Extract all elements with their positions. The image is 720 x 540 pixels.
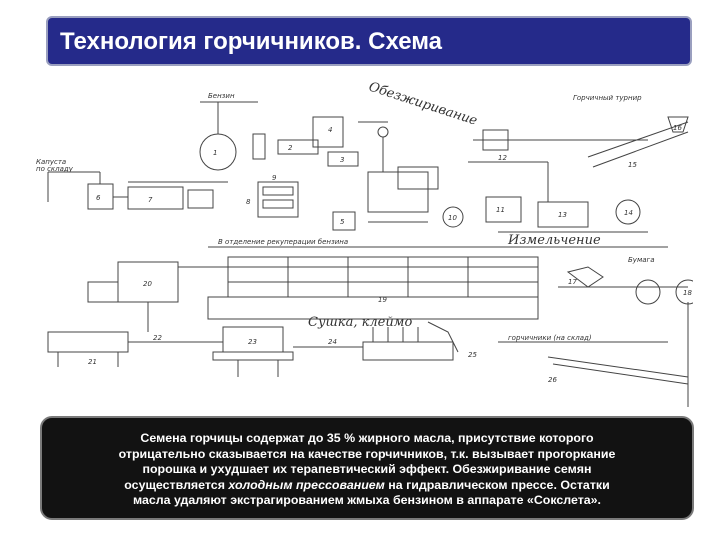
label-kapusta: Капуста [36,158,66,166]
packing [362,341,454,361]
slide-title: Технология горчичников. Схема [60,28,443,55]
num-1: 1 [213,149,217,157]
num-15: 15 [628,161,637,169]
num-5: 5 [340,218,345,226]
num-22: 22 [153,334,162,342]
caption-line-2: отрицательно сказывается на качестве гор… [118,446,616,461]
caption-box: Семена горчицы содержат до 35 % жирного … [40,416,694,520]
num-24: 24 [328,338,337,346]
num-8: 8 [246,198,251,206]
num-14: 14 [624,209,633,217]
label-gorch-turniya: Горчичный турнир [573,94,642,102]
num-17: 17 [568,278,577,286]
title-bar: Технология горчичников. Схема [46,16,692,66]
caption-line-1: Семена горчицы содержат до 35 % жирного … [140,431,594,445]
num-16: 16 [673,124,682,132]
label-gorch-listy: горчичники (на склад) [508,334,592,342]
label-kapusta-2: по складу [36,165,74,173]
label-otdelenie: В отделение рекуперации бензина [218,238,348,246]
num-20: 20 [143,280,152,288]
mill [537,201,589,228]
caption-line-3: порошка и ухудшает их терапевтический эф… [142,462,592,476]
num-6: 6 [96,194,101,202]
caption-line-4-end: на гидравлическом прессе. Остатки [384,477,610,492]
caption-line-4: осуществляется холодным прессованием на … [48,478,686,494]
num-26: 26 [548,376,557,384]
handwriting-bottom: Сушка, клеймо [308,315,412,330]
label-bumaga: Бумага [628,256,654,264]
num-11: 11 [496,206,505,214]
box-7 [127,186,184,210]
num-13: 13 [558,211,567,219]
tank-2 [312,116,344,148]
num-2: 2 [288,144,293,152]
num-7: 7 [148,196,153,204]
press [257,181,299,218]
num-23: 23 [248,338,257,346]
caption-line-5: масла удаляют экстрагированием жмыха бен… [132,493,601,507]
handwriting-middle: Измельчение [507,233,601,248]
caption-line-4-start: осуществляется [124,477,229,492]
filter [252,133,266,160]
label-benzin: Бензин [208,92,235,100]
num-3: 3 [340,156,344,164]
num-19: 19 [378,296,387,304]
num-12: 12 [498,154,507,162]
num-9: 9 [272,174,277,182]
num-10: 10 [448,214,457,222]
technology-scheme-diagram: Бензин Капуста по складу Горчичный турни… [28,72,693,412]
num-21: 21 [88,358,97,366]
caption-emphasis: холодным прессованием [228,477,385,492]
num-25: 25 [468,351,477,359]
num-4: 4 [328,126,332,134]
num-18: 18 [683,289,692,297]
